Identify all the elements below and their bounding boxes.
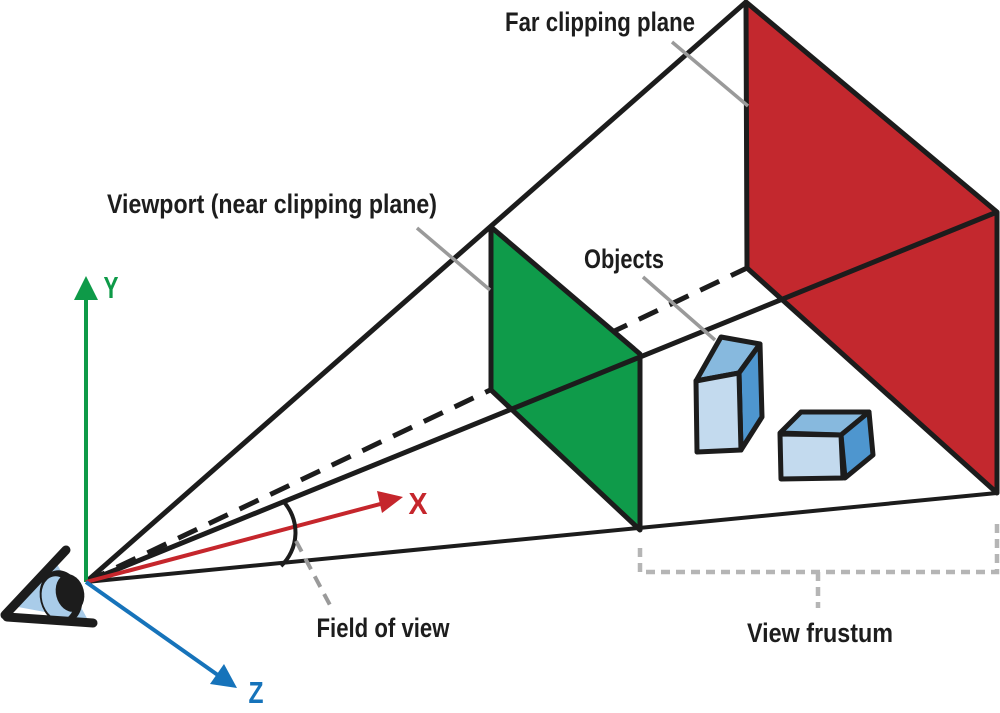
z-axis-arrowhead-icon	[210, 664, 237, 688]
fov-angle-arc	[279, 499, 298, 568]
fov-leader-line	[294, 540, 333, 608]
far-clipping-plane-label: Far clipping plane	[505, 7, 695, 37]
y-axis-label: Y	[104, 270, 119, 305]
objects-leader-line	[641, 275, 717, 342]
labels: Far clipping plane Viewport (near clippi…	[104, 7, 894, 710]
eye-icon	[0, 545, 98, 628]
near-clipping-plane	[488, 224, 643, 533]
x-axis-line	[85, 501, 385, 584]
axes	[74, 276, 403, 688]
z-axis-label: Z	[249, 675, 264, 710]
eye-upper-lid-line	[0, 545, 71, 620]
viewport-label: Viewport (near clipping plane)	[107, 189, 437, 219]
view-frustum-label: View frustum	[747, 618, 893, 648]
object-box-tall-front-face	[693, 370, 744, 455]
frustum-hidden-edge-dashed	[84, 265, 749, 585]
eye-pupil-shape	[55, 574, 85, 612]
object-box-wide	[777, 409, 876, 482]
objects-label: Objects	[584, 244, 664, 274]
frustum-right-edge	[85, 209, 998, 585]
field-of-view-label: Field of view	[317, 613, 451, 643]
x-axis-arrowhead-icon	[377, 491, 403, 513]
view-frustum-bracket	[637, 519, 1000, 608]
viewport-leader-line	[415, 226, 492, 292]
frustum-bottom-edge	[85, 491, 998, 584]
x-axis-label: X	[409, 486, 428, 521]
object-box-tall	[693, 334, 765, 455]
object-box-wide-front-face	[777, 431, 846, 482]
eye-lower-lid-line	[2, 612, 98, 628]
far-plane-leader-line	[670, 40, 750, 108]
frustum-top-edge	[84, 0, 748, 584]
z-axis-line	[84, 580, 224, 680]
y-axis-arrowhead-icon	[74, 276, 98, 300]
